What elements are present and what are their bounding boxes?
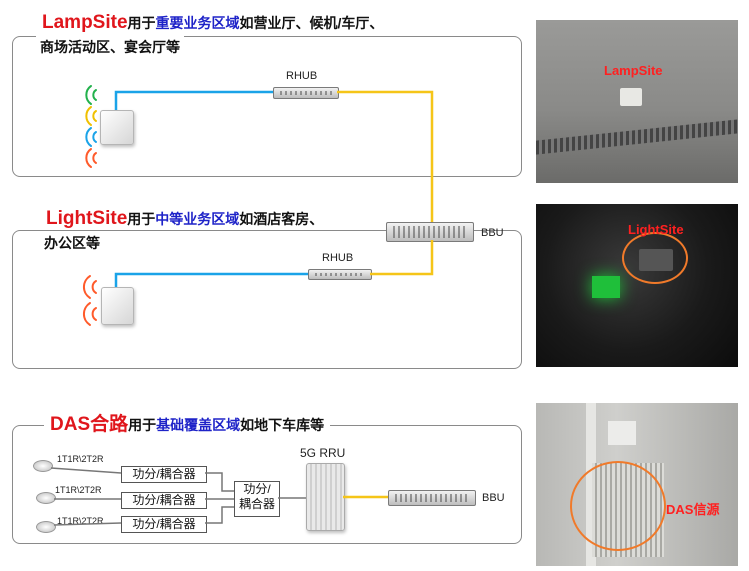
- das-antenna-3-icon: [36, 521, 56, 533]
- lampsite-rhub-label: RHUB: [286, 70, 318, 82]
- das-antenna-3-label: 1T1R\2T2R: [57, 516, 104, 526]
- lampsite-photo-device: [620, 88, 642, 106]
- lightsite-photo-label: LightSite: [628, 222, 684, 237]
- das-title: DAS合路用于基础覆盖区域如地下车库等: [44, 414, 331, 436]
- lightsite-title-highlight: 中等业务区域: [155, 211, 240, 227]
- das-splitter-3: 功分/耦合器: [121, 516, 207, 533]
- das-photo-splitter: [608, 421, 636, 445]
- lampsite-rhub-device: [273, 87, 339, 99]
- das-splitter-1: 功分/耦合器: [121, 466, 207, 483]
- das-combiner-line1: 功分/: [243, 482, 271, 496]
- coax-ant3: [53, 522, 122, 526]
- das-rru-device: [306, 463, 345, 531]
- lampsite-title-line2: 商场活动区、宴会厅等: [36, 36, 184, 58]
- das-photo-highlight-ring: [570, 461, 666, 551]
- lampsite-title: LampSite用于重要业务区域如营业厅、候机/车厅、: [36, 12, 390, 34]
- das-bbu-label: BBU: [482, 492, 505, 504]
- lampsite-photo: LampSite: [536, 20, 738, 183]
- lampsite-photo-ceiling-vent: [536, 119, 738, 155]
- lampsite-brand: LampSite: [42, 12, 128, 33]
- lightsite-rhub-label: RHUB: [322, 252, 354, 264]
- lampsite-panel: [12, 36, 522, 177]
- lightsite-photo: LightSite: [536, 204, 738, 367]
- das-combiner: 功分/ 耦合器: [234, 481, 280, 517]
- lightsite-title-pre: 用于: [127, 211, 156, 227]
- lightsite-ap: [101, 287, 134, 325]
- das-bbu-device: [388, 490, 476, 506]
- coax-split1-comb: [205, 472, 234, 492]
- lightsite-title-line2: 办公区等: [40, 232, 104, 254]
- coax-ant1: [50, 467, 122, 474]
- das-antenna-2-icon: [36, 492, 56, 504]
- lightsite-photo-exit-sign: [592, 276, 620, 298]
- das-combiner-line2: 耦合器: [238, 497, 275, 511]
- das-photo-label: DAS信源: [666, 502, 720, 517]
- lightsite-title: LightSite用于中等业务区域如酒店客房、: [40, 208, 330, 230]
- lampsite-signal-icon: [85, 85, 97, 168]
- lampsite-title-pre: 用于: [127, 15, 156, 31]
- bbu-label: BBU: [481, 227, 504, 239]
- lightsite-title-rest: 如酒店客房、: [239, 211, 324, 227]
- das-antenna-2-label: 1T1R\2T2R: [55, 485, 102, 495]
- das-brand: DAS合路: [50, 414, 129, 435]
- das-photo: DAS信源: [536, 403, 738, 566]
- cable-ap2-rhub2: [114, 272, 308, 287]
- coax-split3-comb: [205, 506, 234, 524]
- lightsite-signal-icon: [83, 275, 97, 326]
- lampsite-ap: [100, 110, 134, 145]
- lightsite-brand: LightSite: [46, 208, 128, 229]
- das-rru-label: 5G RRU: [300, 446, 346, 460]
- das-antenna-1-label: 1T1R\2T2R: [57, 454, 104, 464]
- bbu-device: [386, 222, 474, 242]
- lampsite-title-highlight: 重要业务区域: [155, 15, 240, 31]
- cable-ap1-rhub1: [114, 90, 273, 110]
- das-antenna-1-icon: [33, 460, 53, 472]
- das-splitter-2: 功分/耦合器: [121, 492, 207, 509]
- lampsite-photo-label: LampSite: [604, 63, 663, 78]
- fiber-rhub1-bbu: [337, 90, 434, 222]
- das-title-highlight: 基础覆盖区域: [156, 417, 241, 433]
- das-title-pre: 用于: [128, 417, 157, 433]
- lampsite-title-rest: 如营业厅、候机/车厅、: [239, 15, 384, 31]
- das-title-rest: 如地下车库等: [240, 417, 325, 433]
- fiber-bbu-rhub2: [370, 240, 434, 276]
- lightsite-photo-highlight-ring: [622, 232, 688, 284]
